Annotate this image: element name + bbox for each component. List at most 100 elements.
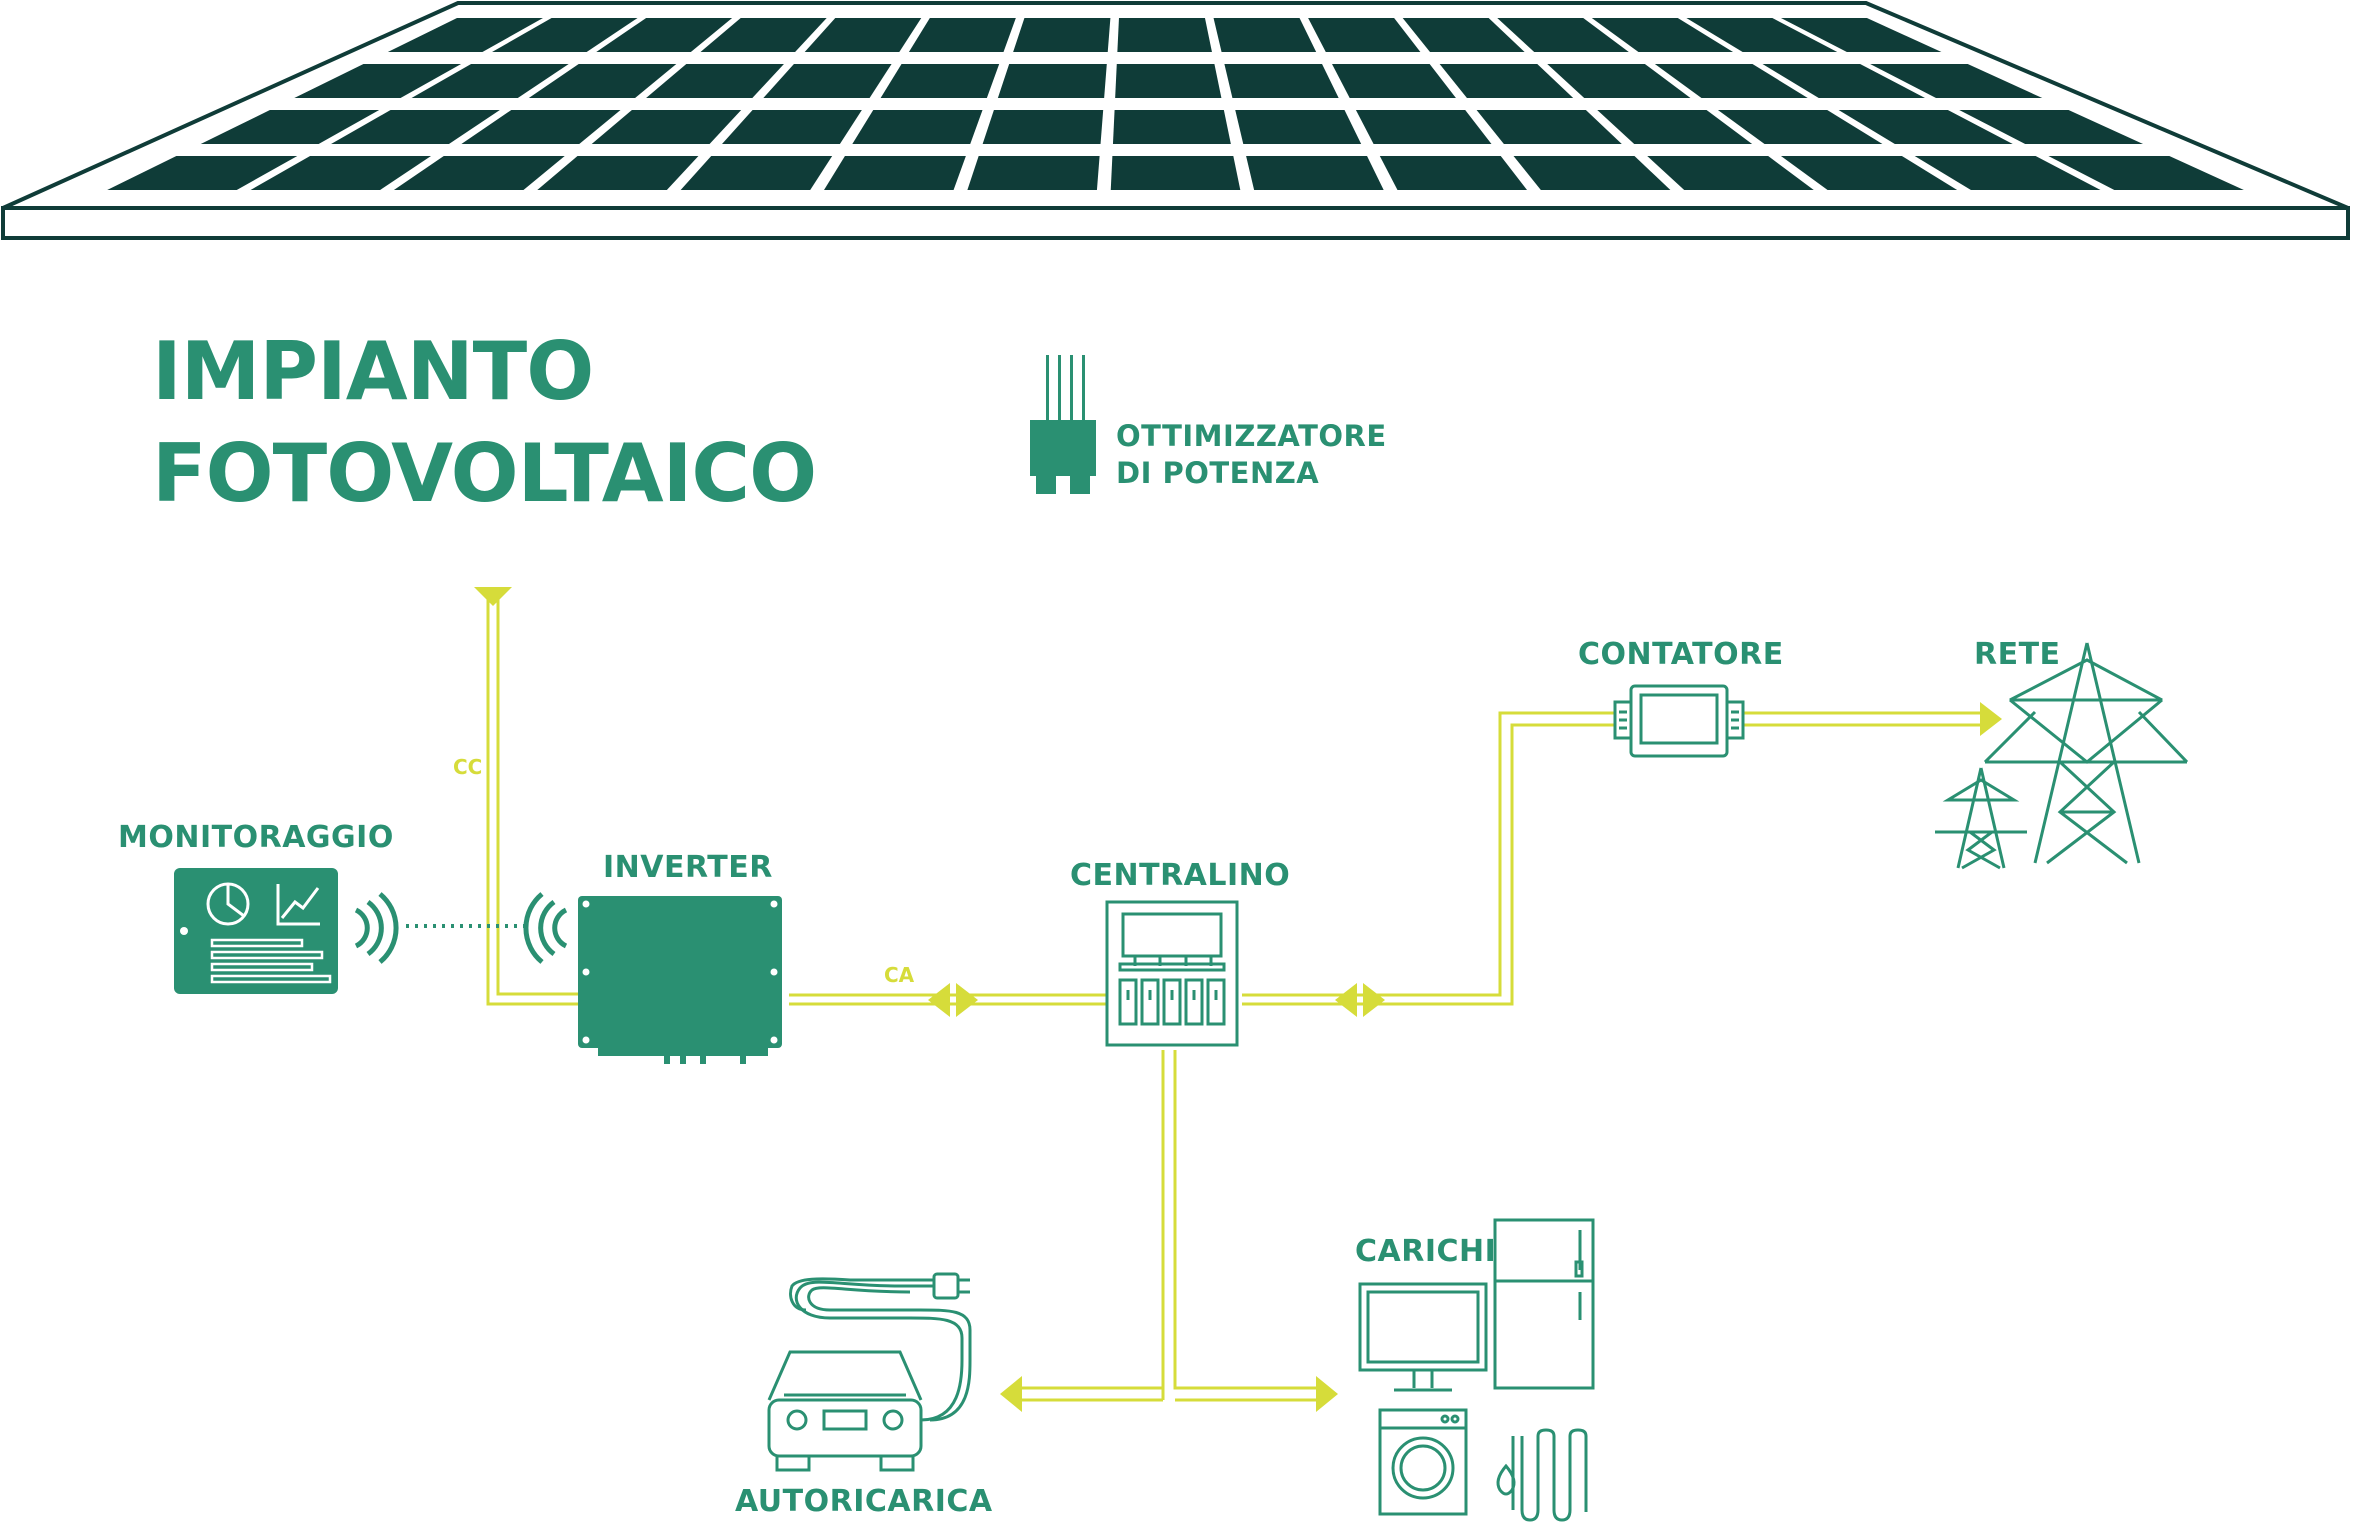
solar-cell <box>107 156 298 190</box>
solar-cell <box>2048 156 2244 190</box>
solar-cell <box>528 64 677 98</box>
optimizer-label-line2: DI POTENZA <box>1116 456 1320 490</box>
car-arrow <box>1000 1376 1022 1412</box>
solar-cell <box>1780 156 1958 190</box>
cable-inner <box>807 1286 972 1422</box>
solar-cell <box>1762 64 1925 98</box>
solar-cell <box>1780 18 1942 52</box>
ac-wire-grid <box>1743 711 1985 727</box>
solar-cell <box>331 110 500 144</box>
charging-cable <box>794 1280 964 1422</box>
diagram-title-line2: FOTOVOLTAICO <box>152 427 817 520</box>
solar-cell <box>1110 156 1241 190</box>
solar-cell <box>1717 110 1883 144</box>
grid-label: RETE <box>1974 637 2061 672</box>
solar-cell <box>1402 18 1525 52</box>
diagram-title-line1: IMPIANTO <box>152 325 594 418</box>
solar-cell <box>982 110 1104 144</box>
solar-cell <box>1213 18 1317 52</box>
solar-cell <box>1654 64 1808 98</box>
solar-cell <box>1513 156 1671 190</box>
solar-cell <box>804 18 922 52</box>
panel-board-label: CENTRALINO <box>1070 858 1291 893</box>
meter-label: CONTATORE <box>1578 637 1784 672</box>
solar-cell <box>680 156 833 190</box>
ac-arrow-right <box>956 983 978 1017</box>
solar-cell <box>722 110 862 144</box>
inverter-icon <box>578 896 782 1064</box>
wifi-signal-icon <box>354 892 568 964</box>
solar-cell <box>1224 64 1339 98</box>
solar-cell <box>393 156 565 190</box>
solar-cell <box>646 64 784 98</box>
solar-cell <box>1959 110 2144 144</box>
solar-cell <box>1439 64 1574 98</box>
solar-cell <box>1547 64 1691 98</box>
ev-charging-label: AUTORICARICA <box>735 1484 993 1519</box>
solar-cell <box>852 110 983 144</box>
solar-cell <box>1013 18 1111 52</box>
fridge-icon <box>1493 1218 1595 1390</box>
solar-cell <box>1117 18 1212 52</box>
loads-arrow <box>1316 1376 1338 1412</box>
solar-cell <box>880 64 1000 98</box>
solar-cell <box>1379 156 1528 190</box>
solar-cell <box>461 110 621 144</box>
solar-cell <box>387 18 543 52</box>
ac-arrow-left-2 <box>1335 983 1357 1017</box>
monitoring-label: MONITORAGGIO <box>118 820 394 855</box>
solar-cell <box>1115 64 1222 98</box>
arrows <box>928 702 2002 1412</box>
solar-cell <box>1112 110 1231 144</box>
ac-arrow-left <box>928 983 950 1017</box>
tablet-monitor-icon <box>174 868 338 994</box>
solar-cell <box>411 64 569 98</box>
solar-cell <box>1591 18 1734 52</box>
solar-cell <box>1870 64 2043 98</box>
solar-cell <box>1597 110 1753 144</box>
solar-cell <box>596 18 733 52</box>
solar-cell <box>1686 18 1838 52</box>
ac-wire-meter <box>1242 711 1615 1006</box>
dc-wire <box>486 598 578 1006</box>
solar-cell <box>700 18 827 52</box>
solar-cell <box>492 18 638 52</box>
solar-cell <box>1332 64 1456 98</box>
solar-panel-icon <box>1 1 2350 240</box>
solar-cell <box>1246 156 1384 190</box>
solar-cell <box>1647 156 1814 190</box>
power-optimizer-icon <box>1030 355 1096 494</box>
washing-machine-icon <box>1378 1408 1468 1516</box>
loads-label: CARICHI <box>1355 1234 1497 1269</box>
ev-car-icon <box>767 1277 972 1472</box>
power-pylon-icon <box>1935 642 2189 870</box>
solar-cell <box>250 156 432 190</box>
solar-cell <box>537 156 699 190</box>
grid-arrow <box>1980 702 2002 736</box>
solar-cell <box>1235 110 1362 144</box>
solar-cell <box>763 64 892 98</box>
plug-icon <box>932 1272 970 1300</box>
solar-cell <box>1308 18 1421 52</box>
solar-cell <box>1838 110 2013 144</box>
inverter-label: INVERTER <box>603 850 773 885</box>
dc-wire-label: CC <box>453 755 483 779</box>
breaker-panel-icon <box>1105 900 1239 1047</box>
water-heater-icon <box>1496 1428 1588 1522</box>
solar-cell <box>294 64 462 98</box>
monitor-icon <box>1358 1282 1488 1392</box>
dc-arrow-head <box>474 587 512 606</box>
solar-cell <box>908 18 1016 52</box>
ac-arrow-right-2 <box>1363 983 1385 1017</box>
solar-cell <box>1914 156 2101 190</box>
solar-cell <box>967 156 1100 190</box>
solar-cell <box>1476 110 1622 144</box>
solar-cell <box>591 110 742 144</box>
solar-cell <box>997 64 1107 98</box>
ac-wire-label: CA <box>884 963 915 987</box>
solar-cell <box>824 156 966 190</box>
ac-wire-down <box>1010 1050 1320 1402</box>
solar-cell <box>1355 110 1492 144</box>
